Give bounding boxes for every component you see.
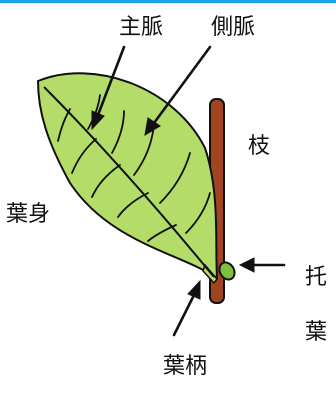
side-vein-label: 側脈 [211,17,255,39]
stipule-label-1: 托 [305,267,327,289]
branch-label: 枝 [248,136,270,158]
petiole-label: 葉柄 [163,356,207,378]
side-vein-arrow [154,47,210,123]
petiole-arrow [174,295,194,335]
main-vein-label: 主脈 [119,17,163,39]
leaf-blade-label: 葉身 [6,204,50,226]
petiole-arrowhead [188,281,200,299]
stipule-label-2: 葉 [305,322,327,344]
stipule-arrowhead [240,258,254,272]
leaf-diagram [0,3,336,413]
